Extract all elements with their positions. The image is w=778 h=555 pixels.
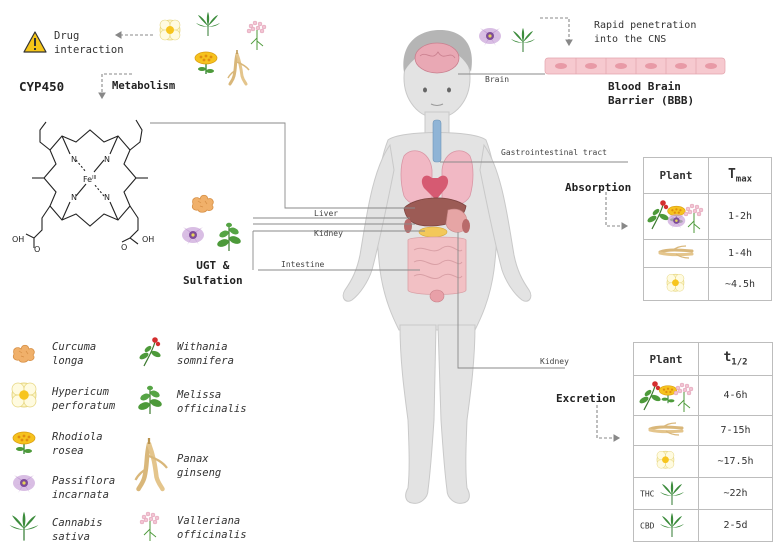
ugt-plants-icons: [182, 194, 243, 252]
ginseng-icon: [136, 438, 168, 489]
cannabis-icon: [195, 11, 221, 37]
legend-name: Cannabis sativa: [52, 517, 103, 543]
valeriana-icon: [246, 20, 267, 51]
excretion-value: 4-6h: [698, 375, 773, 416]
liver-label: Liver: [314, 209, 339, 218]
excretion-value: 7-15h: [698, 415, 773, 446]
legend-name: Curcuma longa: [52, 341, 97, 367]
svg-text:O: O: [34, 245, 40, 254]
bbb-label: Blood Brain Barrier (BBB): [608, 80, 695, 107]
svg-text:N: N: [104, 193, 110, 202]
legend-name: Withania somnifera: [177, 341, 234, 367]
absorption-label: Absorption: [565, 181, 632, 194]
svg-text:N: N: [104, 155, 110, 164]
excretion-header-plant: Plant: [633, 342, 699, 376]
curcuma-icon: [12, 344, 35, 363]
svg-text:N: N: [71, 155, 77, 164]
table-row: 1-4h: [643, 239, 772, 268]
table-row: 7-15h: [633, 415, 773, 446]
passiflora-icon: [182, 227, 204, 245]
kidney-label: Kidney: [314, 229, 343, 238]
legend-name: Melissa officinalis: [177, 389, 247, 415]
table-row: ~17.5h: [633, 445, 773, 478]
svg-text:OH: OH: [142, 235, 154, 244]
absorption-header-plant: Plant: [643, 157, 709, 194]
rhodiola-icon: [194, 51, 218, 75]
svg-text:OH: OH: [12, 235, 24, 244]
cbd-label: CBD: [640, 521, 655, 530]
intestine-label: Intestine: [281, 260, 325, 269]
svg-text:O: O: [121, 243, 127, 252]
hypericum-icon: [159, 19, 181, 41]
legend-name: Panax ginseng: [177, 453, 222, 479]
intestine-organ: [407, 236, 467, 295]
legend-name: Rhodiola rosea: [52, 431, 103, 457]
absorption-value: 1-4h: [708, 239, 772, 268]
absorption-table: Plant Tmax 1-2h 1-4h ~4.5h: [643, 157, 772, 301]
withania-icon: [137, 336, 163, 367]
legend-icons: [9, 336, 300, 542]
brain-label: Brain: [485, 75, 510, 84]
absorption-value: 1-2h: [708, 193, 772, 240]
brain-organ: [414, 42, 460, 74]
table-row: THC ~22h: [633, 477, 773, 510]
rapid-penetration-label: Rapid penetration into the CNS: [594, 20, 697, 45]
table-row: ~4.5h: [643, 267, 772, 301]
table-row: 1-2h: [643, 193, 772, 240]
legend-name: Hypericum perforatum: [52, 386, 116, 412]
legend-name: Passiflora incarnata: [52, 475, 116, 501]
cannabis-icon: [510, 27, 536, 53]
passiflora-icon: [13, 475, 35, 493]
ginseng-icon: [226, 48, 251, 86]
rhodiola-icon: [12, 431, 36, 455]
excretion-value: 2-5d: [698, 509, 773, 542]
cannabis-icon: [9, 511, 40, 542]
warning-icon: [23, 31, 47, 53]
excretion-value: ~17.5h: [698, 445, 773, 478]
excretion-label: Excretion: [556, 392, 616, 405]
thc-label: THC: [640, 489, 655, 498]
absorption-header-tmax: Tmax: [708, 157, 772, 194]
metabolism-label: Metabolism: [112, 80, 176, 92]
fe-label: FeIII: [83, 175, 97, 184]
curcuma-icon: [191, 194, 214, 213]
legend-name: Valleriana officinalis: [177, 515, 247, 541]
ugt-sulfation-label: UGT & Sulfation: [183, 259, 243, 287]
svg-text:N: N: [71, 193, 77, 202]
passiflora-icon: [479, 28, 501, 46]
table-row: 4-6h: [633, 375, 773, 416]
absorption-value: ~4.5h: [708, 267, 772, 301]
bbb-cells-diagram: [544, 57, 726, 75]
heme-structure-diagram: N N N N FeIII OH O O OH: [12, 119, 154, 254]
melissa-icon: [136, 385, 164, 415]
gi-tract-label: Gastrointestinal tract: [501, 148, 607, 157]
top-plants-icons: [159, 11, 267, 86]
melissa-icon: [215, 222, 243, 252]
cyp450-label: CYP450: [19, 79, 65, 94]
excretion-table: Plant t1/2 4-6h 7-15h ~17.5h THC ~22h CB…: [633, 342, 773, 542]
excretion-value: ~22h: [698, 477, 773, 510]
valeriana-icon: [139, 511, 160, 542]
kidney-excretion-label: Kidney: [540, 357, 569, 366]
table-row: CBD 2-5d: [633, 509, 773, 542]
drug-interaction-label: Drug interaction: [54, 30, 124, 56]
bbb-plants-icons: [479, 27, 536, 53]
excretion-header-thalf: t1/2: [698, 342, 773, 376]
hypericum-icon: [11, 382, 37, 408]
